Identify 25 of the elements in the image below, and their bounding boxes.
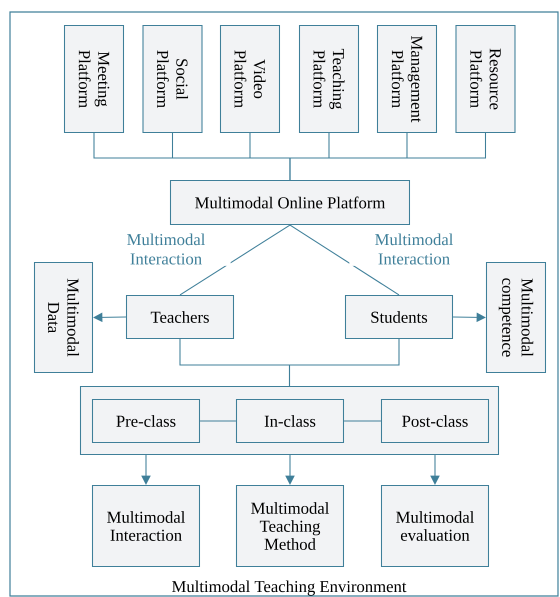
process-box: Multimodal Online Platform	[170, 180, 410, 226]
edge-label: Multimodal Interaction	[375, 233, 453, 265]
process-box: Multimodal evaluation	[380, 484, 490, 568]
process-box: Post-class	[380, 398, 490, 444]
platform-box: Video Platform	[220, 24, 280, 134]
platform-box: Social Platform	[142, 24, 203, 134]
platform-box: Meeting Platform	[64, 24, 124, 134]
output-box: Multimodal Data	[34, 262, 94, 374]
platform-box: Teaching Platform	[298, 24, 360, 134]
edge-label: Multimodal Interaction	[127, 233, 206, 265]
platform-box: Resource Platform	[455, 24, 516, 134]
connector	[290, 224, 400, 296]
platform-box: Management Platform	[376, 24, 438, 134]
connector	[180, 224, 290, 296]
connector	[289, 133, 486, 180]
process-box: Pre-class	[92, 398, 200, 444]
process-box: Students	[344, 294, 454, 340]
output-box: Multimodal competence	[486, 262, 546, 374]
connector	[344, 420, 381, 422]
connector	[288, 339, 400, 386]
process-box: Multimodal Teaching Method	[236, 484, 344, 568]
process-box: In-class	[236, 398, 344, 444]
process-box: Multimodal Interaction	[92, 484, 200, 568]
process-box: Teachers	[126, 294, 234, 340]
connector	[200, 420, 236, 422]
